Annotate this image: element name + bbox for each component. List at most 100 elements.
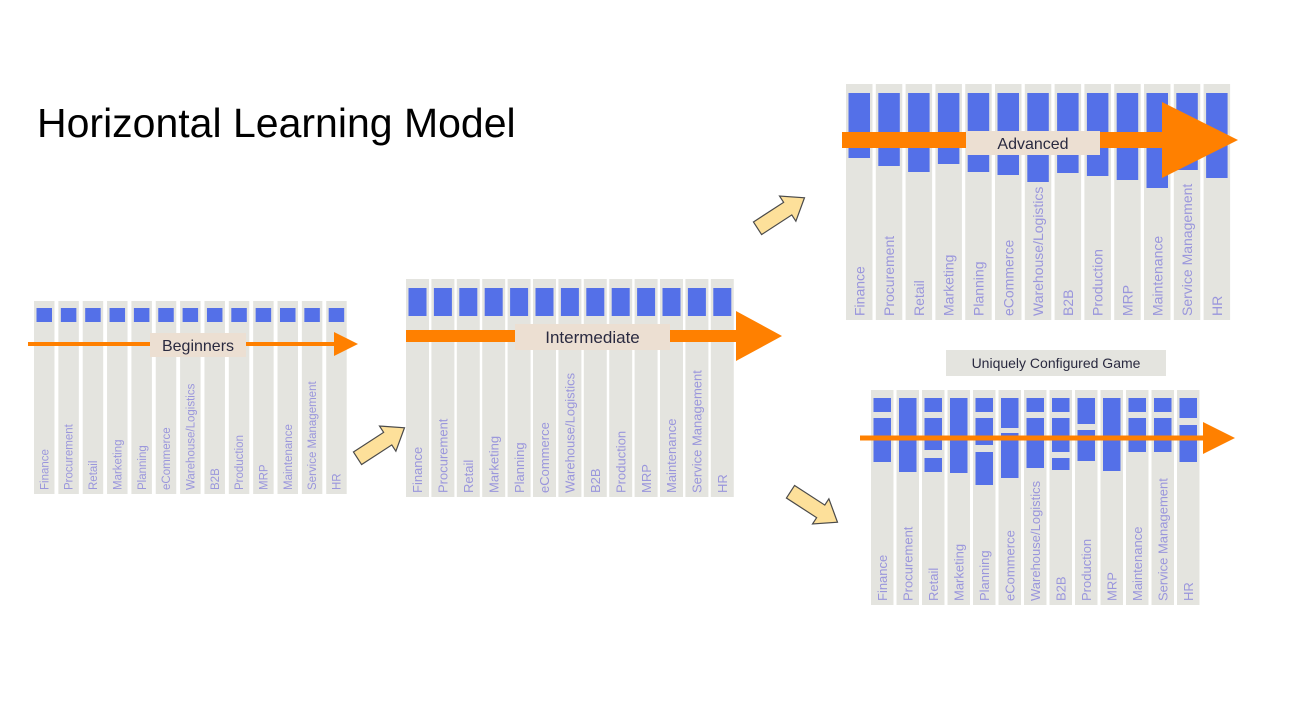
module-label-marketing: Marketing — [112, 440, 124, 491]
progress-bar-finance-1 — [873, 398, 891, 412]
progress-bar-service-management — [304, 308, 320, 322]
transition-arrow-icon — [752, 195, 806, 236]
progress-bar-warehouse-logistics — [182, 308, 199, 322]
module-label-b2b: B2B — [1053, 576, 1068, 601]
progress-bar-maintenance-1 — [1128, 398, 1146, 412]
progress-bar-retail — [85, 308, 101, 322]
progress-bar-b2b-2 — [1052, 418, 1070, 452]
module-label-production: Production — [234, 435, 246, 490]
module-label-maintenance: Maintenance — [283, 424, 295, 490]
module-label-service-management: Service Management — [1155, 478, 1170, 601]
module-label-maintenance: Maintenance — [664, 419, 679, 493]
module-label-planning: Planning — [977, 550, 992, 601]
module-column-planning — [131, 301, 152, 494]
progress-bar-marketing — [937, 93, 960, 164]
progress-bar-procurement — [433, 288, 452, 316]
progress-bar-hr — [713, 288, 732, 316]
progress-bar-retail-1 — [924, 398, 942, 412]
module-label-marketing: Marketing — [951, 544, 966, 601]
module-label-procurement: Procurement — [64, 423, 76, 490]
module-label-warehouse-logistics: Warehouse/Logistics — [185, 383, 197, 490]
module-label-mrp: MRP — [639, 464, 654, 493]
progress-bar-marketing — [109, 308, 126, 322]
module-label-ecommerce: eCommerce — [1000, 240, 1016, 316]
module-label-ecommerce: eCommerce — [537, 422, 552, 493]
progress-bar-maintenance — [280, 308, 296, 322]
progress-bar-production-2 — [1077, 430, 1095, 461]
progress-bar-ecommerce-2 — [1001, 433, 1019, 478]
module-column-marketing — [107, 301, 128, 494]
stage-label-advanced: Advanced — [997, 136, 1068, 153]
module-label-finance: Finance — [39, 449, 51, 490]
progress-bar-production — [611, 288, 630, 316]
progress-bar-procurement — [878, 93, 900, 166]
module-label-service-management: Service Management — [690, 370, 705, 493]
transition-arrow-icon — [785, 484, 839, 525]
stage-label-band — [966, 131, 1100, 155]
progress-bar-mrp — [1103, 398, 1121, 471]
progress-bar-production-1 — [1077, 398, 1095, 424]
module-column-retail — [82, 301, 104, 494]
stage-label-beginners: Beginners — [162, 338, 234, 355]
module-label-retail: Retail — [461, 460, 476, 493]
progress-bar-maintenance-2 — [1128, 418, 1146, 452]
progress-bar-b2b-1 — [1052, 398, 1070, 412]
stage-label-custom: Uniquely Configured Game — [972, 355, 1141, 371]
module-label-production: Production — [613, 431, 628, 493]
progress-bar-b2b — [586, 288, 605, 316]
module-label-production: Production — [1079, 539, 1094, 601]
module-label-retail: Retail — [926, 568, 941, 601]
page-title: Horizontal Learning Model — [37, 100, 516, 146]
module-label-maintenance: Maintenance — [1149, 236, 1165, 316]
module-label-procurement: Procurement — [881, 236, 897, 316]
progress-bar-warehouse-logistics-1 — [1026, 398, 1044, 412]
progress-bar-planning — [133, 308, 150, 322]
module-column-hr — [1177, 390, 1200, 605]
module-label-finance: Finance — [410, 447, 425, 493]
module-label-hr: HR — [1209, 296, 1225, 316]
stage-label-intermediate: Intermediate — [545, 328, 640, 347]
module-label-b2b: B2B — [1060, 290, 1076, 316]
module-label-ecommerce: eCommerce — [161, 427, 173, 490]
progress-bar-production — [231, 308, 247, 322]
module-label-hr: HR — [332, 473, 344, 490]
progress-arrow-custom — [860, 422, 1235, 454]
module-label-production: Production — [1090, 249, 1106, 316]
transition-arrow-icon — [352, 425, 406, 466]
progress-bar-warehouse-logistics-2 — [1026, 418, 1044, 468]
stage-label-band — [150, 333, 246, 357]
module-column-finance — [34, 301, 55, 494]
module-label-marketing: Marketing — [486, 436, 501, 493]
module-label-service-management: Service Management — [307, 381, 319, 490]
stage-label-band — [946, 350, 1166, 376]
progress-bar-hr — [328, 308, 345, 322]
module-label-hr: HR — [715, 474, 730, 493]
progress-bar-hr-1 — [1179, 398, 1197, 418]
progress-bar-finance — [36, 308, 52, 322]
module-label-warehouse-logistics: Warehouse/Logistics — [563, 372, 578, 493]
module-label-ecommerce: eCommerce — [1002, 530, 1017, 601]
progress-bar-ecommerce — [158, 308, 174, 322]
transition-arrows — [352, 195, 839, 525]
module-label-planning: Planning — [512, 442, 527, 493]
module-label-retail: Retail — [88, 461, 100, 490]
progress-bar-ecommerce — [535, 288, 554, 316]
progress-bar-retail — [459, 288, 478, 316]
module-label-finance: Finance — [875, 555, 890, 601]
module-column-service-management — [301, 301, 323, 494]
module-label-planning: Planning — [970, 262, 986, 317]
module-label-mrp: MRP — [259, 464, 271, 490]
progress-bar-maintenance — [662, 288, 681, 316]
module-column-mrp — [253, 301, 274, 494]
progress-bar-service-management-1 — [1154, 398, 1172, 412]
module-label-mrp: MRP — [1119, 285, 1135, 316]
module-label-warehouse-logistics: Warehouse/Logistics — [1030, 187, 1046, 316]
module-label-b2b: B2B — [210, 468, 222, 490]
progress-bar-ecommerce-1 — [1001, 398, 1019, 428]
progress-bar-finance — [408, 288, 427, 316]
progress-bar-mrp — [637, 288, 656, 316]
